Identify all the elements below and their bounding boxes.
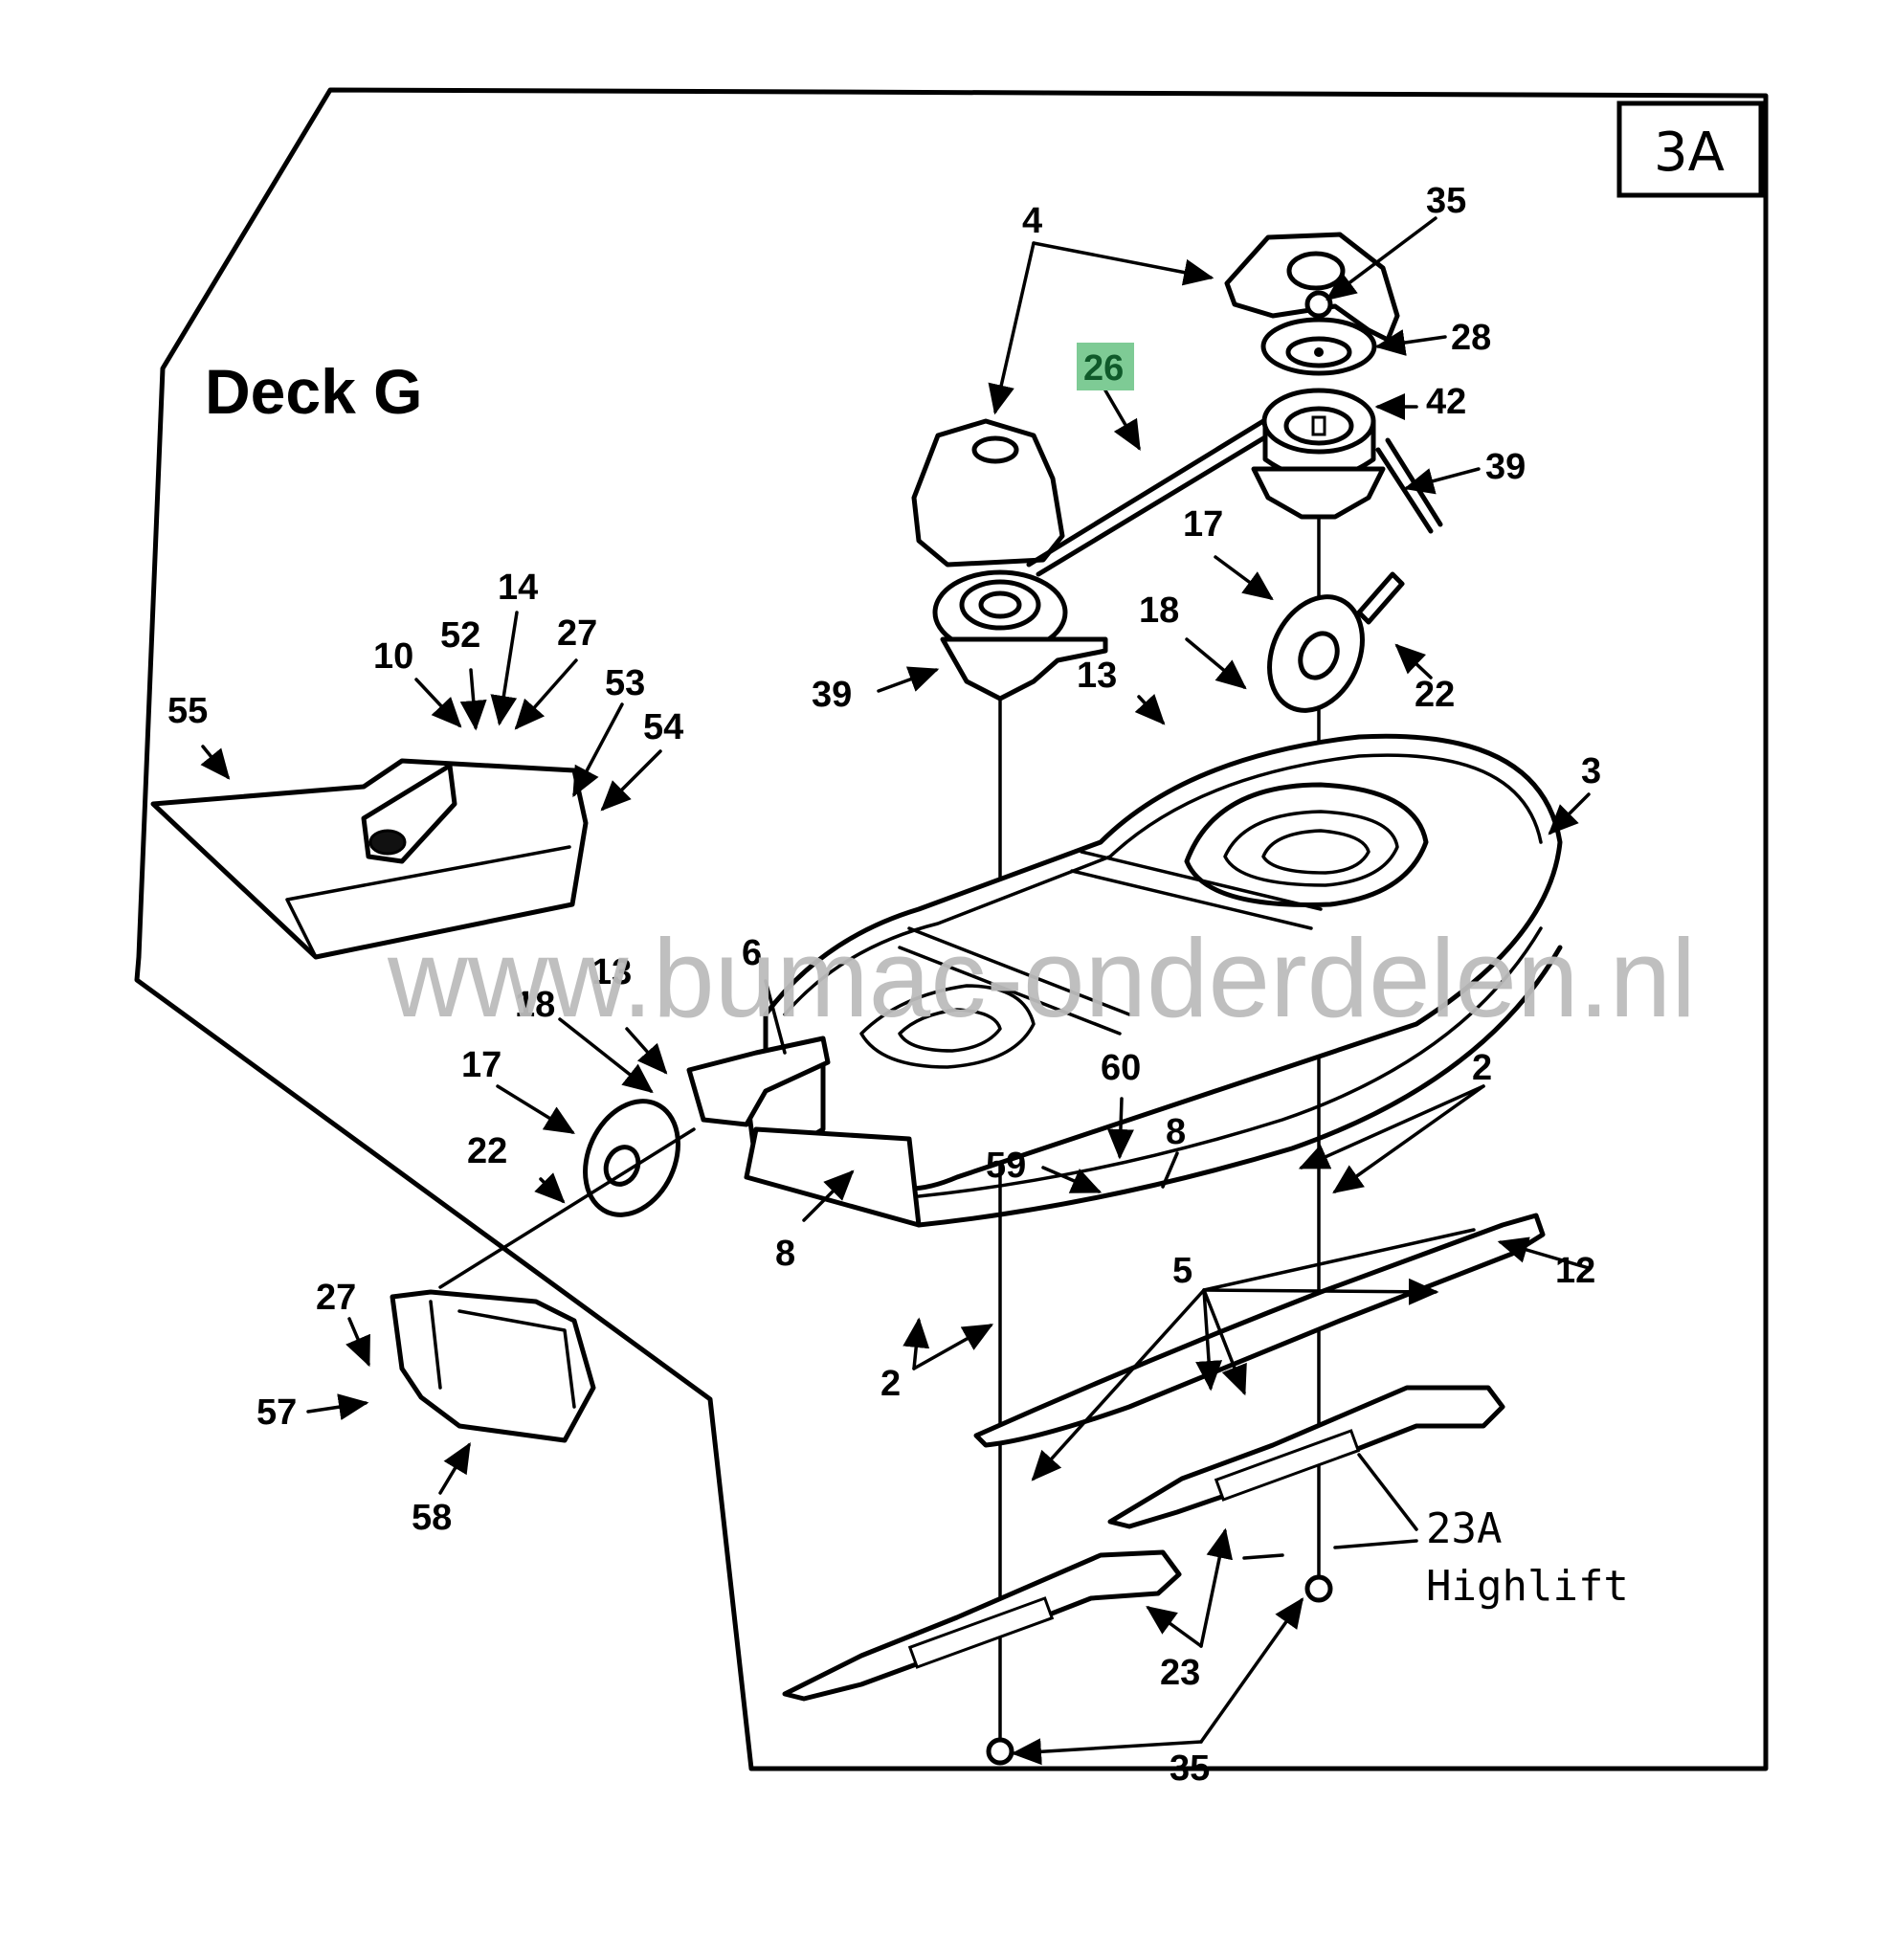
- callout-13-left: 13: [591, 952, 632, 992]
- v-belt: [1026, 418, 1276, 577]
- callout-28: 28: [1451, 318, 1491, 358]
- callout-2-bottom: 2: [880, 1364, 901, 1404]
- callout-4: 4: [1022, 201, 1042, 241]
- mulch-plug: [390, 1289, 596, 1443]
- callout-35-bottom: 35: [1170, 1748, 1210, 1789]
- callout-35-top: 35: [1426, 181, 1466, 221]
- idler-pulley-28: [1260, 317, 1377, 376]
- belt-guard-bracket: [1224, 232, 1400, 343]
- belt-guard-cover: [911, 418, 1065, 568]
- callout-8-right: 8: [1166, 1112, 1186, 1152]
- callout-26-highlight[interactable]: 26: [1077, 343, 1134, 390]
- leader-lines: [200, 216, 1591, 1766]
- wheel-axle-line: [438, 1127, 696, 1289]
- wheel-bracket: [686, 1036, 831, 1127]
- figure-tag: 3A: [1654, 122, 1725, 184]
- callout-39-left: 39: [812, 675, 852, 715]
- callout-57: 57: [256, 1392, 297, 1433]
- deck-title: Deck G: [205, 356, 422, 427]
- callout-3: 3: [1581, 751, 1601, 791]
- callout-59: 59: [986, 1146, 1026, 1186]
- callout-13-right: 13: [1077, 656, 1117, 696]
- callout-39-right: 39: [1485, 447, 1526, 487]
- belt-strip: [1375, 437, 1443, 534]
- nut-35-top: [1304, 290, 1333, 319]
- callout-8-left: 8: [775, 1234, 795, 1274]
- callout-53: 53: [605, 663, 645, 703]
- gauge-wheel-left: [583, 1099, 680, 1217]
- callout-23: 23: [1160, 1653, 1200, 1693]
- callout-23a: 23A: [1426, 1504, 1502, 1553]
- watermark: www.bumac-onderdelen.nl: [387, 916, 1696, 1040]
- svg-text:26: 26: [1083, 348, 1124, 389]
- callout-60: 60: [1101, 1048, 1141, 1088]
- discharge-chute: [150, 758, 589, 960]
- callout-22-right: 22: [1415, 675, 1455, 715]
- nut-35-left: [986, 1737, 1014, 1766]
- callout-27-top: 27: [557, 613, 597, 654]
- highlift-note: Highlift: [1426, 1562, 1629, 1611]
- callout-12: 12: [1555, 1251, 1595, 1291]
- callout-17-left: 17: [461, 1045, 501, 1085]
- pulley-42: [1251, 388, 1386, 520]
- callout-14: 14: [498, 568, 538, 608]
- callout-17-right: 17: [1183, 504, 1223, 545]
- callout-10: 10: [373, 636, 413, 677]
- callout-2-right: 2: [1472, 1048, 1492, 1088]
- deck-skirt: [916, 945, 1563, 1228]
- figure-tag-box: [1616, 100, 1764, 198]
- callout-6: 6: [742, 933, 762, 973]
- blade-23: [782, 1549, 1182, 1702]
- spindle-39-left: [932, 569, 1108, 702]
- diagram-frame: [134, 87, 1769, 1771]
- callout-22-left: 22: [467, 1131, 507, 1171]
- gauge-wheel-right: [1267, 571, 1405, 713]
- callout-58: 58: [412, 1498, 452, 1538]
- nut-35-right: [1304, 1574, 1333, 1603]
- deck-skirt-inner: [917, 926, 1543, 1198]
- callout-27-bottom: 27: [316, 1278, 356, 1318]
- callout-18-right: 18: [1139, 590, 1179, 631]
- callout-55: 55: [167, 691, 208, 731]
- callout-42: 42: [1426, 382, 1466, 422]
- callout-52: 52: [440, 615, 480, 656]
- callout-5: 5: [1172, 1251, 1192, 1291]
- callout-54: 54: [643, 707, 683, 747]
- callout-18-left: 18: [515, 985, 555, 1025]
- blade-23a-highlift: [1107, 1385, 1505, 1529]
